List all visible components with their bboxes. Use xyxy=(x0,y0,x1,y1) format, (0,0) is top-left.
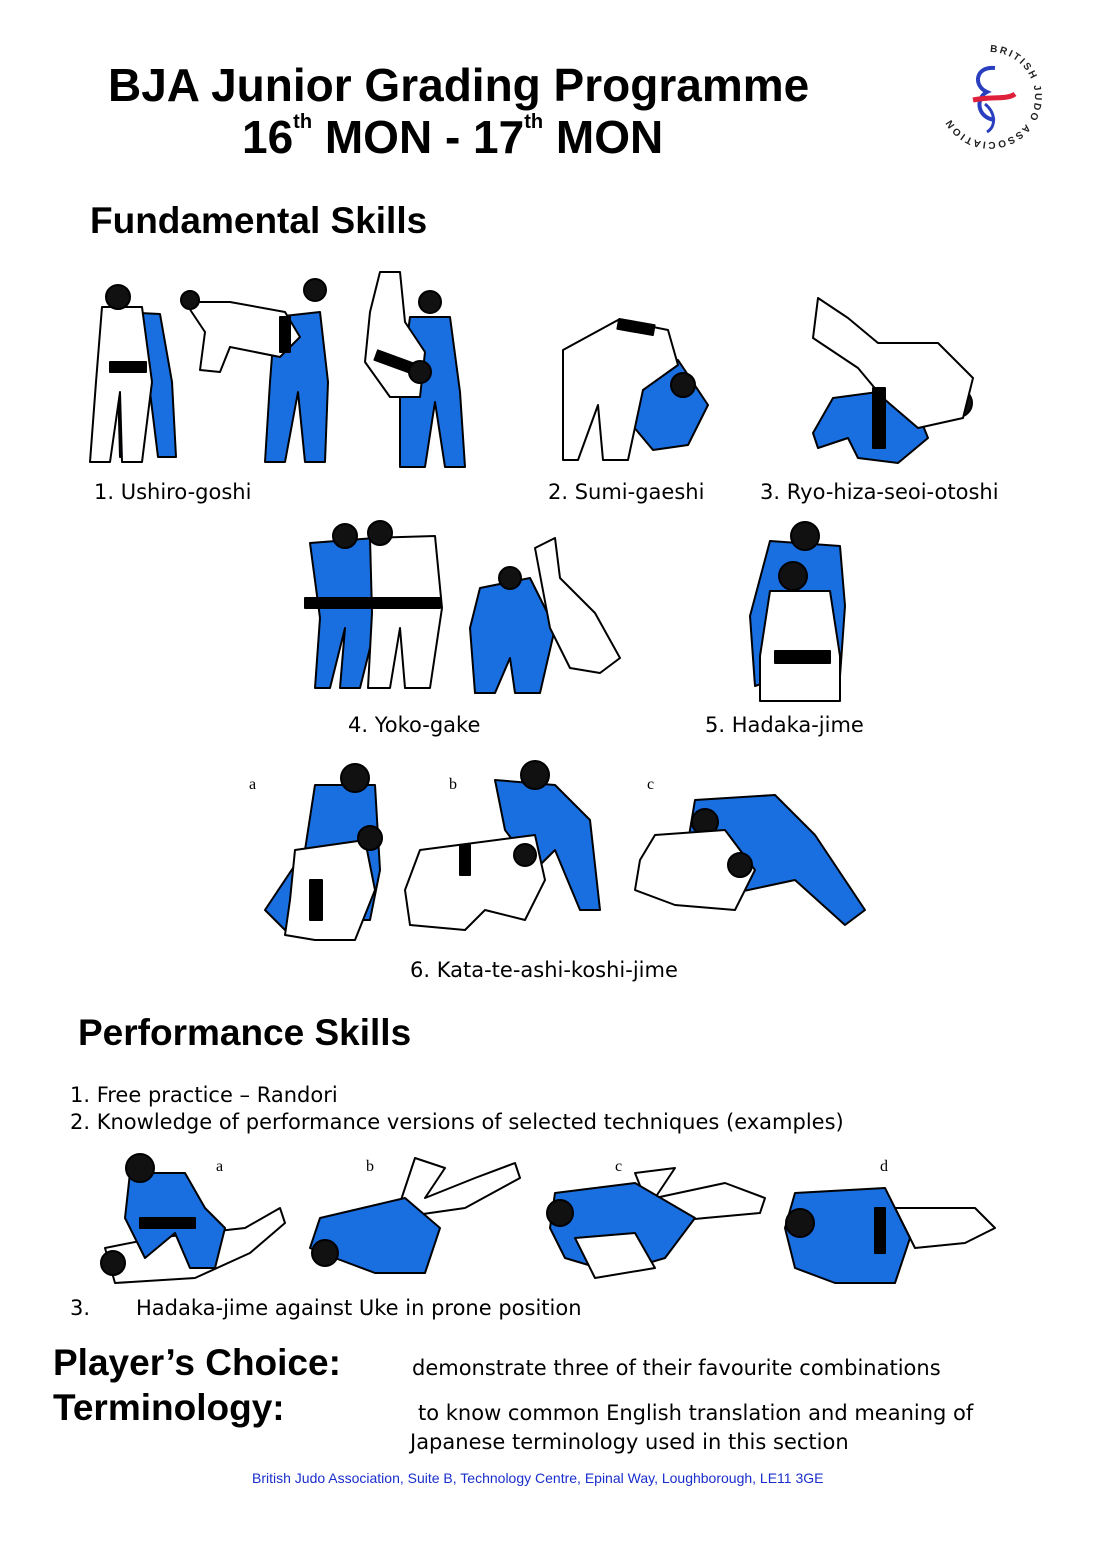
caption-sumi-gaeshi: 2. Sumi-gaeshi xyxy=(548,480,705,504)
terminology-text-line2: Japanese terminology used in this sectio… xyxy=(410,1430,849,1454)
perf-sub-label-d: d xyxy=(880,1158,888,1175)
performance-techniques-illustration xyxy=(100,1153,996,1284)
caption-hadaka-jime: 5. Hadaka-jime xyxy=(705,713,864,737)
grade-from: 16 xyxy=(242,111,294,163)
sub-label-a: a xyxy=(249,776,257,793)
caption-ushiro-goshi: 1. Ushiro-goshi xyxy=(94,480,252,504)
grade-end: MON xyxy=(543,111,664,163)
performance-item-3-text: Hadaka-jime against Uke in prone positio… xyxy=(136,1296,582,1320)
caption-ryo-hiza-seoi-otoshi: 3. Ryo-hiza-seoi-otoshi xyxy=(760,480,999,504)
performance-item-3-number: 3. xyxy=(70,1296,91,1320)
caption-yoko-gake: 4. Yoko-gake xyxy=(348,713,481,737)
fundamental-skills-heading: Fundamental Skills xyxy=(90,200,428,241)
sub-label-b: b xyxy=(449,776,457,793)
footer-address: British Judo Association, Suite B, Techn… xyxy=(252,1470,824,1486)
page-subtitle: 16th MON - 17th MON xyxy=(242,111,664,163)
hadaka-jime-illustration xyxy=(749,521,846,702)
ushiro-goshi-illustration xyxy=(89,271,466,468)
sub-label-c: c xyxy=(647,776,655,793)
perf-sub-label-b: b xyxy=(366,1158,374,1175)
players-choice-text: demonstrate three of their favourite com… xyxy=(412,1356,941,1380)
perf-sub-label-a: a xyxy=(216,1158,224,1175)
grade-mid: MON - 17 xyxy=(312,111,525,163)
terminology-label: Terminology: xyxy=(53,1387,285,1428)
performance-item-randori: 1. Free practice – Randori xyxy=(70,1083,338,1107)
kata-te-ashi-koshi-jime-illustration xyxy=(264,760,866,941)
players-choice-label: Player’s Choice: xyxy=(53,1342,341,1383)
sumi-gaeshi-illustration xyxy=(562,317,709,461)
ryo-hiza-seoi-otoshi-illustration xyxy=(812,297,974,464)
page-title: BJA Junior Grading Programme xyxy=(108,59,810,111)
grade-from-suffix: th xyxy=(293,111,313,133)
terminology-text-line1: to know common English translation and m… xyxy=(418,1401,974,1425)
grade-to-suffix: th xyxy=(524,111,544,133)
perf-sub-label-c: c xyxy=(615,1158,623,1175)
bja-logo-icon: BRITISH JUDO ASSOCIATION xyxy=(943,44,1041,150)
caption-kata-te-ashi-koshi-jime: 6. Kata-te-ashi-koshi-jime xyxy=(410,958,678,982)
yoko-gake-illustration xyxy=(304,520,621,694)
performance-skills-heading: Performance Skills xyxy=(78,1012,412,1053)
performance-item-knowledge: 2. Knowledge of performance versions of … xyxy=(70,1110,844,1134)
